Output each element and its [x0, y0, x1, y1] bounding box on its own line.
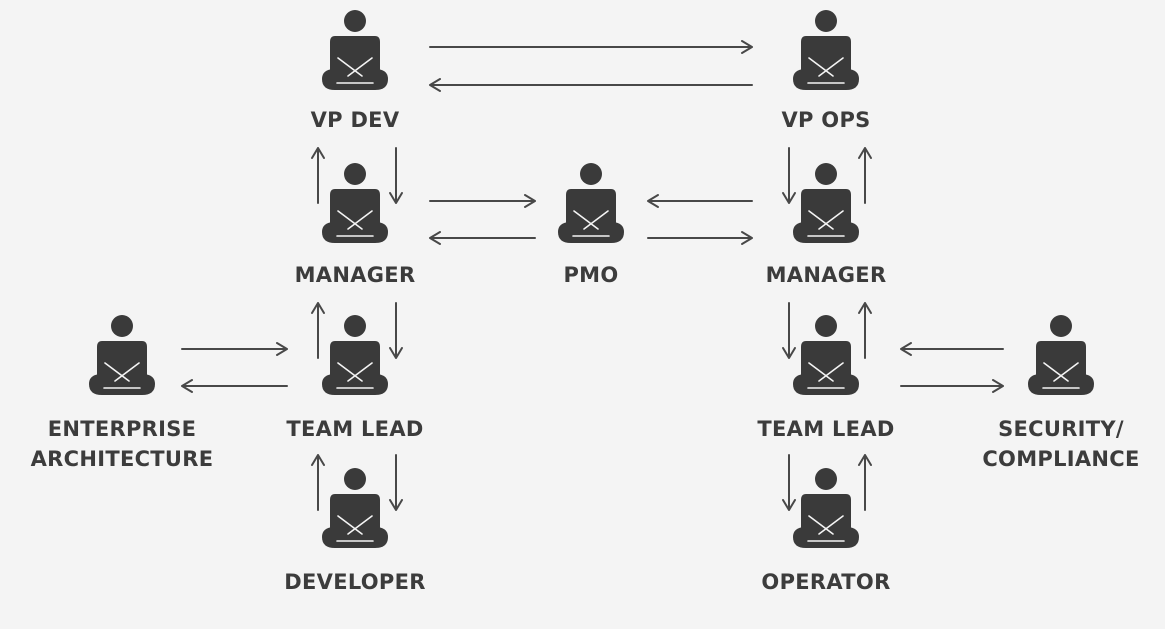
node-developer: DEVELOPER	[284, 467, 425, 594]
node-label: TEAM LEAD	[757, 417, 894, 441]
arrow-team-lead-dev-to-manager-dev	[311, 302, 325, 359]
arrow-team-lead-dev-to-enterprise-architecture	[181, 379, 288, 393]
arrow-manager-dev-to-vp-dev	[311, 147, 325, 204]
node-team-lead-dev: TEAM LEAD	[286, 314, 423, 441]
arrow-operator-to-team-lead-ops	[858, 454, 872, 511]
arrow-pmo-to-manager-ops	[647, 231, 753, 245]
arrow-vp-ops-to-manager-ops	[782, 147, 796, 204]
arrow-developer-to-team-lead-dev	[311, 454, 325, 511]
arrow-manager-ops-to-pmo	[647, 194, 753, 208]
node-vp-dev: VP DEV	[311, 9, 400, 132]
arrow-enterprise-architecture-to-team-lead-dev	[181, 342, 288, 356]
node-label: MANAGER	[766, 263, 887, 287]
connections-layer	[181, 40, 1004, 511]
arrow-team-lead-ops-to-operator	[782, 454, 796, 511]
arrow-manager-dev-to-pmo	[429, 194, 536, 208]
arrow-team-lead-ops-to-manager-ops	[858, 302, 872, 359]
node-label: COMPLIANCE	[982, 447, 1139, 471]
arrow-team-lead-ops-to-security-compliance	[900, 379, 1004, 393]
nodes-layer: VP DEV VP OPS MANAGER PMO MANAGER ENTERPRISE A…	[31, 9, 1139, 594]
node-pmo: PMO	[557, 162, 625, 287]
node-label: ENTERPRISE	[48, 417, 197, 441]
node-label: VP DEV	[311, 108, 400, 132]
arrow-vp-dev-to-manager-dev	[389, 147, 403, 204]
node-vp-ops: VP OPS	[781, 9, 870, 132]
node-manager-ops: MANAGER	[766, 162, 887, 287]
node-enterprise-architecture: ENTERPRISE ARCHITECTURE	[31, 314, 214, 471]
node-security-compliance: SECURITY/COMPLIANCE	[982, 314, 1139, 471]
node-label: ARCHITECTURE	[31, 447, 214, 471]
node-label: MANAGER	[295, 263, 416, 287]
arrow-vp-ops-to-vp-dev	[429, 78, 753, 92]
arrow-manager-ops-to-vp-ops	[858, 147, 872, 204]
node-label: DEVELOPER	[284, 570, 425, 594]
arrow-team-lead-dev-to-developer	[389, 454, 403, 511]
arrow-vp-dev-to-vp-ops	[429, 40, 753, 54]
arrow-manager-ops-to-team-lead-ops	[782, 302, 796, 359]
node-label: PMO	[563, 263, 618, 287]
node-label: SECURITY/	[998, 417, 1124, 441]
node-label: VP OPS	[781, 108, 870, 132]
arrow-pmo-to-manager-dev	[429, 231, 536, 245]
node-label: TEAM LEAD	[286, 417, 423, 441]
node-operator: OPERATOR	[761, 467, 890, 594]
arrow-manager-dev-to-team-lead-dev	[389, 302, 403, 359]
node-manager-dev: MANAGER	[295, 162, 416, 287]
node-team-lead-ops: TEAM LEAD	[757, 314, 894, 441]
node-label: OPERATOR	[761, 570, 890, 594]
arrow-security-compliance-to-team-lead-ops	[900, 342, 1004, 356]
